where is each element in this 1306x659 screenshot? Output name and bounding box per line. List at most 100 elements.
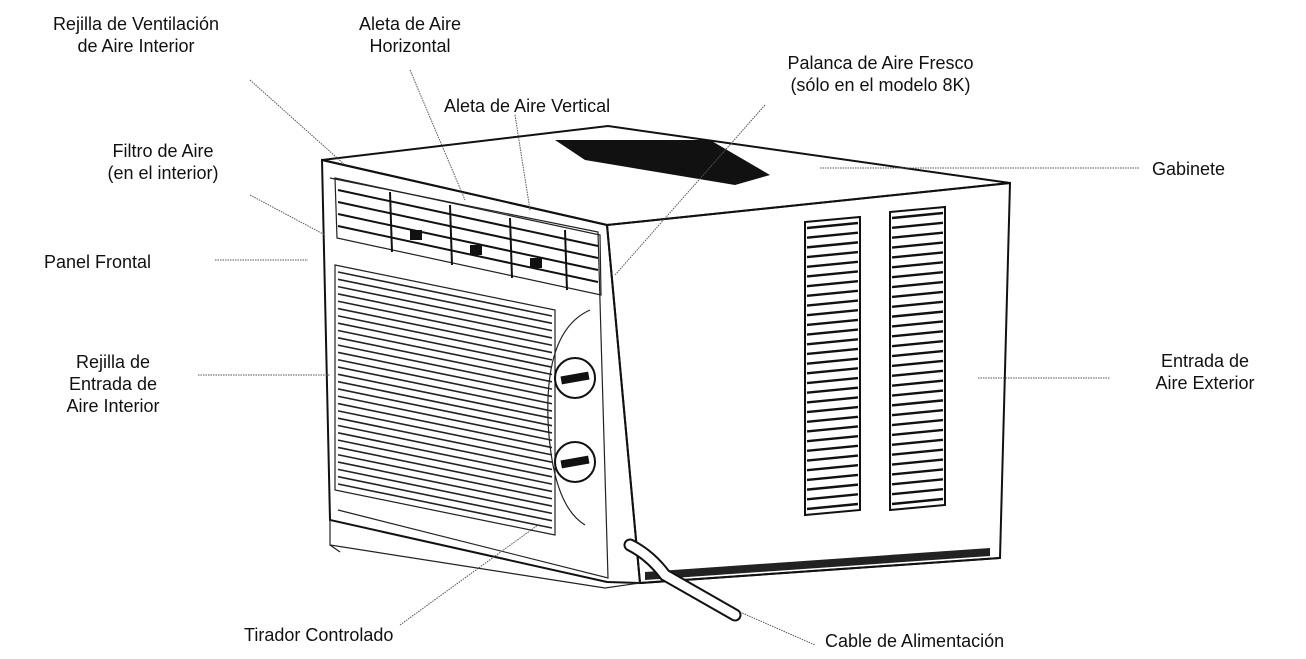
side-vent-slat <box>891 330 944 338</box>
side-vent-slat <box>806 260 859 268</box>
side-vent-slat <box>806 221 859 230</box>
grille-line <box>337 351 553 398</box>
grille-line <box>337 475 553 522</box>
power-cord <box>623 538 742 622</box>
side-vent-slat <box>891 379 944 387</box>
grille-line <box>337 388 553 434</box>
grille-line <box>337 410 553 456</box>
side-vent-slat <box>806 415 859 423</box>
side-vent-slat <box>806 444 859 453</box>
grille-line <box>337 432 553 478</box>
label-tirador: Tirador Controlado <box>244 625 394 645</box>
side-vent-slat <box>806 454 859 462</box>
side-vent-slat <box>806 405 859 414</box>
side-vent-slat <box>891 448 944 456</box>
leader-lines <box>198 69 1140 646</box>
side-vent-slat <box>806 241 859 249</box>
side-vent-slat <box>806 473 859 482</box>
side-vent-slat <box>891 280 944 289</box>
grille-line <box>337 417 553 463</box>
grille-line <box>337 307 553 354</box>
side-vent-slat <box>891 438 944 447</box>
label-cable: Cable de Alimentación <box>825 631 1005 651</box>
grille-line <box>337 402 553 449</box>
label-filtro-aire: Filtro de Aire(en el interior) <box>107 141 219 183</box>
side-vent-slat <box>806 347 859 356</box>
grille-line <box>337 424 553 471</box>
side-vent-slat <box>806 425 859 433</box>
side-vent-slat <box>806 270 859 278</box>
side-vent-slat <box>806 231 859 239</box>
side-vent-slat <box>891 251 944 259</box>
grille-line <box>337 271 553 317</box>
grille-line <box>337 293 553 339</box>
side-vent-slat <box>891 497 944 506</box>
grille-line <box>337 337 553 383</box>
side-vent-slat <box>806 493 859 501</box>
label-aleta-vertical: Aleta de Aire Vertical <box>444 96 611 116</box>
air-conditioner-unit <box>320 124 1012 589</box>
side-vent-slat <box>891 320 944 328</box>
grille-line <box>337 300 553 347</box>
side-vent-slat <box>806 299 859 307</box>
side-vent-slat <box>806 338 859 346</box>
side-vent-slat <box>806 309 859 317</box>
side-vent-slat <box>806 289 859 298</box>
grille-line <box>337 344 553 390</box>
side-vent-slat <box>891 478 944 486</box>
side-vent-slat <box>891 458 944 466</box>
side-vent-slat <box>891 359 944 368</box>
label-panel-frontal: Panel Frontal <box>44 252 152 272</box>
side-vent-slat <box>891 409 944 417</box>
grille-line <box>337 395 553 442</box>
side-vent-slat <box>891 310 944 318</box>
grille-line <box>337 366 553 412</box>
label-gabinete: Gabinete <box>1152 159 1226 179</box>
grille-line <box>337 329 553 376</box>
side-vent-slat <box>891 468 944 476</box>
control-panel <box>547 309 596 526</box>
side-vent-slat <box>806 357 859 365</box>
grille-line <box>337 278 553 325</box>
side-vent-slat <box>891 211 944 220</box>
side-vent-slat <box>891 418 944 427</box>
side-vent-slat <box>891 340 944 348</box>
side-vent-slat <box>891 389 944 397</box>
grille-line <box>337 461 553 507</box>
side-vent-slat <box>806 483 859 491</box>
side-vent-slat <box>891 369 944 377</box>
grille-line <box>337 453 553 500</box>
side-vent-slat <box>806 279 859 288</box>
grille-line <box>337 373 553 420</box>
side-vent-slat <box>806 434 859 443</box>
grille-line <box>337 315 553 361</box>
side-vent-slat <box>806 396 859 404</box>
side-vent-slat <box>806 464 859 472</box>
grille-line <box>337 322 553 368</box>
side-vent-slat <box>891 290 944 299</box>
outdoor-air-intake-vents <box>804 205 946 517</box>
side-vent-slat <box>806 386 859 394</box>
upper-vent-louvers <box>334 177 602 296</box>
side-vent-slat <box>806 328 859 336</box>
side-vent-slat <box>806 376 859 385</box>
grille-line <box>337 483 553 529</box>
side-vent-slat <box>806 502 859 511</box>
grille-line <box>337 285 553 332</box>
side-vent-slat <box>806 318 859 327</box>
side-vent-slat <box>891 349 944 358</box>
side-vent-slat <box>891 270 944 279</box>
side-vent-slat <box>891 261 944 269</box>
side-vent-slat <box>891 300 944 308</box>
grille-line <box>337 439 553 485</box>
side-vent-slat <box>891 241 944 249</box>
side-vent-slat <box>891 428 944 437</box>
grille-line <box>337 468 553 515</box>
side-vent-slat <box>891 487 944 496</box>
grille-line <box>337 446 553 493</box>
grille-line <box>337 380 553 427</box>
